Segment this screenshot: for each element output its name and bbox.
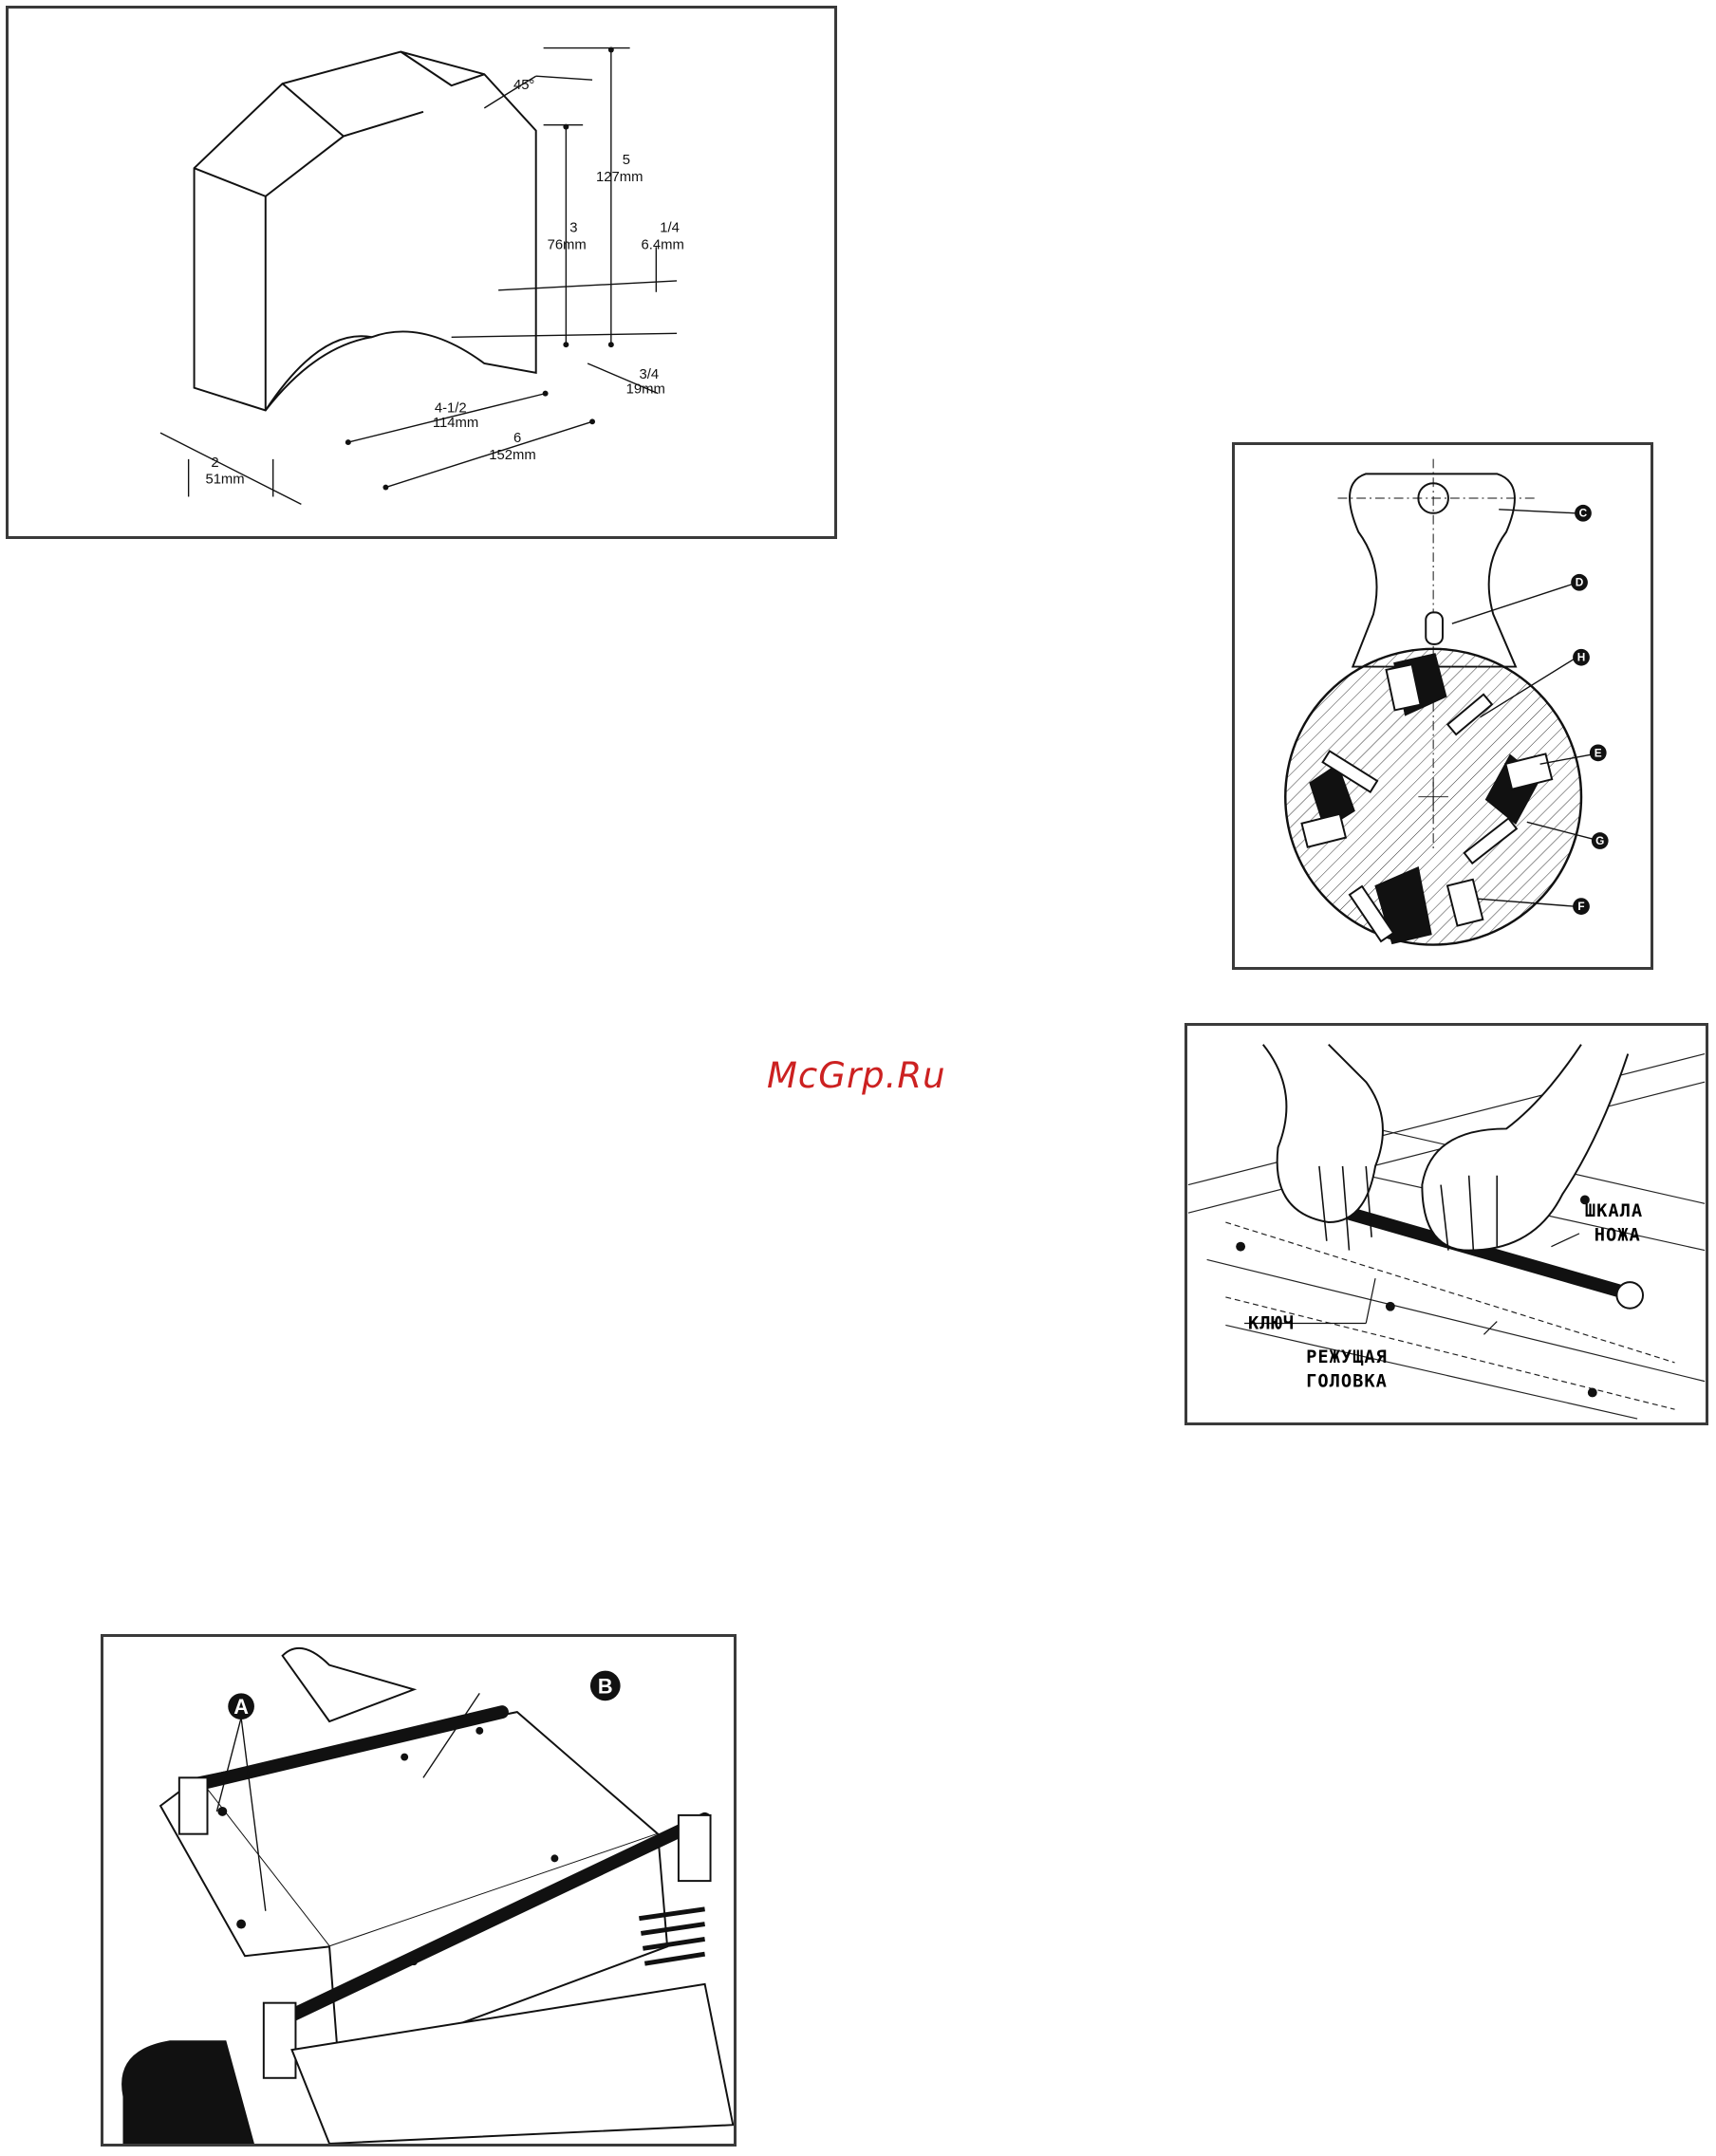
knife-setting-drawing: ШКАЛА НОЖА КЛЮЧ РЕЖУЩАЯ ГОЛОВКА bbox=[1187, 1026, 1706, 1422]
dim-arc-in: 4-1/2 bbox=[435, 400, 467, 416]
watermark: McGrp.Ru bbox=[767, 1055, 946, 1096]
dim-mid-mm: 76mm bbox=[548, 237, 587, 252]
callout-b: B bbox=[590, 1671, 621, 1701]
dim-three-quarter-in: 3/4 bbox=[640, 367, 660, 382]
svg-text:F: F bbox=[1577, 900, 1584, 913]
callout-a: A bbox=[228, 1693, 254, 1719]
dim-height-in: 5 bbox=[623, 153, 630, 168]
callout-f: F bbox=[1573, 898, 1590, 915]
svg-text:H: H bbox=[1577, 651, 1586, 664]
dim-length-mm: 152mm bbox=[489, 448, 535, 463]
dim-angle: 45° bbox=[513, 78, 534, 93]
label-knife-scale-1: ШКАЛА bbox=[1585, 1201, 1643, 1221]
callout-h: H bbox=[1573, 649, 1590, 666]
label-cutterhead-1: РЕЖУЩАЯ bbox=[1306, 1348, 1388, 1367]
figure-knife-setting: ШКАЛА НОЖА КЛЮЧ РЕЖУЩАЯ ГОЛОВКА bbox=[1184, 1023, 1708, 1425]
label-key: КЛЮЧ bbox=[1248, 1313, 1295, 1333]
svg-text:E: E bbox=[1595, 746, 1602, 759]
dim-width-in: 2 bbox=[211, 455, 218, 471]
cutterhead-drawing: C D H E G F bbox=[1235, 445, 1651, 967]
callout-e: E bbox=[1590, 744, 1607, 761]
block-drawing: 45° 5 127mm 3 76mm 1/4 6.4mm 3/4 19mm 4-… bbox=[9, 9, 834, 536]
label-cutterhead-2: ГОЛОВКА bbox=[1306, 1372, 1388, 1392]
svg-text:C: C bbox=[1579, 507, 1588, 520]
dim-mid-in: 3 bbox=[569, 220, 577, 235]
label-knife-scale-2: НОЖА bbox=[1595, 1226, 1641, 1246]
figure-block-dimensions: 45° 5 127mm 3 76mm 1/4 6.4mm 3/4 19mm 4-… bbox=[6, 6, 837, 539]
dim-length-in: 6 bbox=[513, 431, 521, 446]
dim-quarter-in: 1/4 bbox=[660, 220, 680, 235]
svg-text:D: D bbox=[1576, 576, 1584, 589]
figure-cutterhead-section: C D H E G F bbox=[1232, 442, 1653, 970]
dim-arc-mm: 114mm bbox=[433, 416, 478, 431]
dim-height-mm: 127mm bbox=[596, 170, 643, 185]
callout-d: D bbox=[1571, 574, 1588, 591]
planer-drawing: A B bbox=[103, 1637, 734, 2144]
dim-width-mm: 51mm bbox=[205, 473, 244, 488]
figure-planer: A B bbox=[101, 1634, 737, 2147]
callout-g: G bbox=[1592, 832, 1609, 849]
svg-text:G: G bbox=[1595, 834, 1604, 847]
dim-three-quarter-mm: 19mm bbox=[626, 382, 665, 398]
dim-quarter-mm: 6.4mm bbox=[642, 237, 684, 252]
svg-text:B: B bbox=[598, 1674, 613, 1698]
svg-text:A: A bbox=[233, 1695, 249, 1719]
callout-c: C bbox=[1575, 505, 1592, 522]
